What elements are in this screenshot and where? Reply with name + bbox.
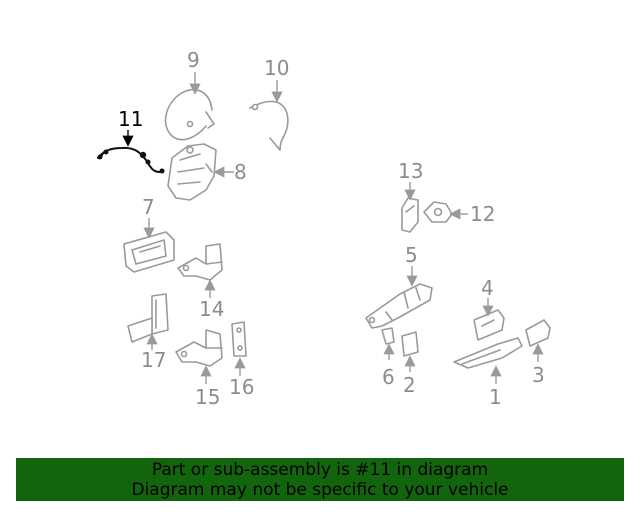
part-3-end-cap[interactable]	[525, 319, 551, 347]
part-1-outside-handle[interactable]	[453, 337, 523, 369]
part-5-handle-frame[interactable]	[365, 283, 433, 329]
part-9-cable[interactable]	[164, 88, 215, 141]
parts-diagram: 11 9 10 8 7 14 17	[97, 48, 551, 409]
part-13-cover[interactable]	[401, 197, 419, 233]
callout-4: 4	[481, 276, 494, 300]
callout-12: 12	[470, 202, 495, 226]
callout-13: 13	[398, 159, 423, 183]
callout-15: 15	[195, 385, 220, 409]
disclaimer-banner: Part or sub-assembly is #11 in diagram D…	[16, 458, 624, 501]
part-12-lock-cylinder[interactable]	[423, 201, 453, 223]
part-15-bracket[interactable]	[175, 329, 223, 367]
callout-17: 17	[141, 348, 166, 372]
part-11-cable[interactable]	[97, 146, 165, 174]
callout-8: 8	[234, 160, 247, 184]
part-4-cap[interactable]	[473, 309, 505, 341]
banner-line-1: Part or sub-assembly is #11 in diagram	[151, 459, 489, 480]
callout-5: 5	[405, 243, 418, 267]
part-10-cable[interactable]	[249, 100, 289, 151]
callout-6: 6	[382, 365, 395, 389]
part-2-pad[interactable]	[401, 331, 419, 357]
callout-3: 3	[532, 363, 545, 387]
callout-16: 16	[229, 375, 254, 399]
banner-line-2: Diagram may not be specific to your vehi…	[131, 479, 509, 500]
callout-10: 10	[264, 56, 289, 80]
callout-11: 11	[118, 107, 143, 131]
part-7-inside-handle[interactable]	[123, 231, 175, 273]
callout-14: 14	[199, 297, 224, 321]
part-8-latch[interactable]	[167, 143, 217, 201]
part-17-striker[interactable]	[127, 293, 169, 343]
part-6-clip[interactable]	[381, 327, 395, 345]
callout-7: 7	[142, 195, 155, 219]
part-16-plate[interactable]	[231, 321, 247, 357]
callout-2: 2	[403, 373, 416, 397]
callout-1: 1	[489, 385, 502, 409]
part-14-bracket[interactable]	[177, 243, 223, 281]
callout-9: 9	[187, 48, 200, 72]
